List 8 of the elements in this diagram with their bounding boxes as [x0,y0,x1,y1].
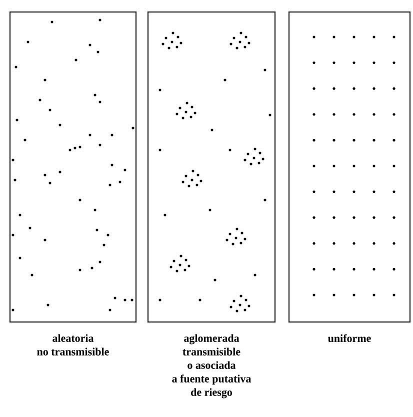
node-label: a fuente putativa [172,374,252,385]
panel-label: aleatoria no transmisible [37,334,109,356]
panel-label: aglomerada transmisible o asociada a fuente putativa de riesgo [172,334,252,398]
node-label: de riesgo [191,388,232,398]
panel-label: uniforme [328,334,371,342]
node-label: o asociada [188,361,236,369]
node-label: transmisible [182,348,240,356]
node-label: aglomerada [184,334,240,344]
